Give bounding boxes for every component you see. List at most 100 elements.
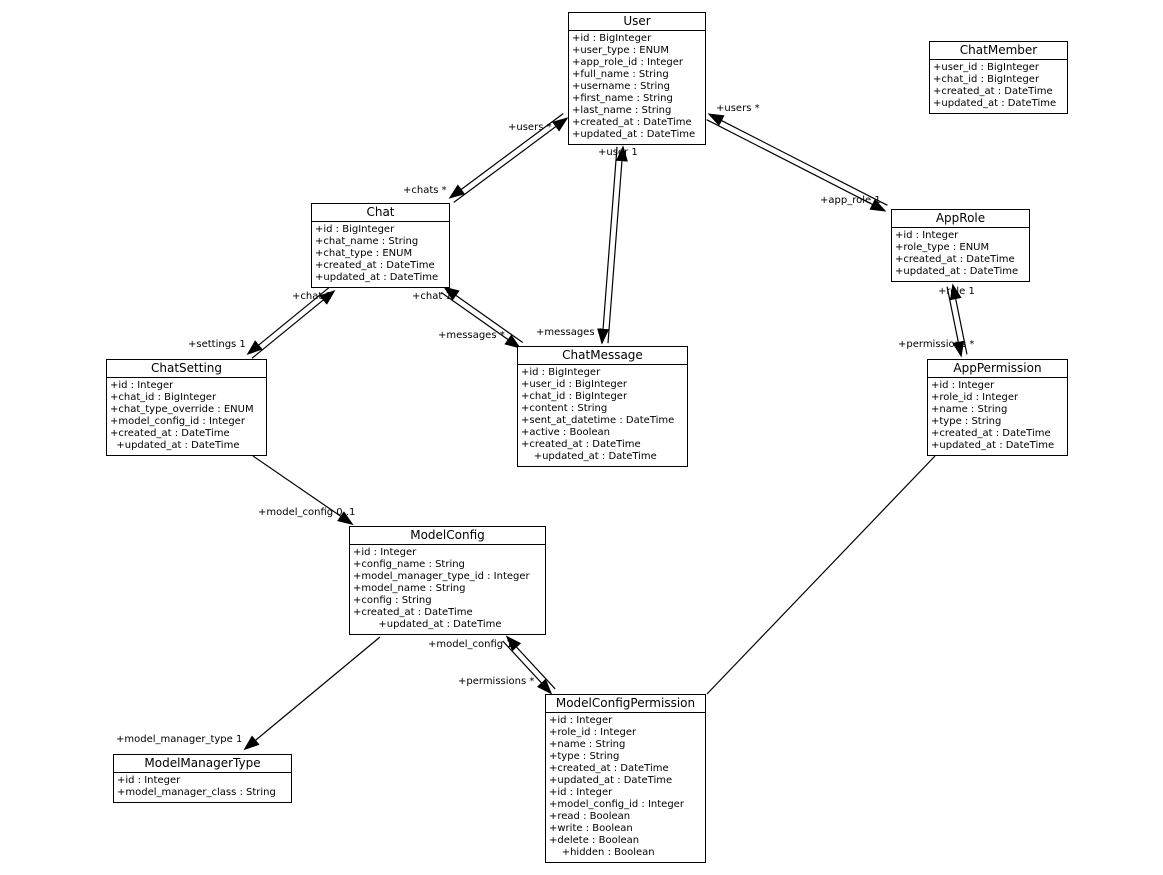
class-attribute: +first_name : String [572,93,673,104]
class-attribute: +id : BigInteger [521,367,601,378]
class-attributes-model-manager-type: +id : Integer+model_manager_class : Stri… [114,773,291,802]
class-attribute: +write : Boolean [549,823,633,834]
class-attribute: +role_id : Integer [931,392,1019,403]
class-attributes-app-role: +id : Integer+role_type : ENUM+created_a… [892,228,1029,281]
class-attribute: +config_name : String [353,559,465,570]
class-attribute: +id : Integer [110,380,174,391]
class-box-user: User+id : BigInteger+user_type : ENUM+ap… [568,12,706,145]
class-attribute: +type : String [931,416,1002,427]
class-attribute: +id : Integer [117,775,181,786]
class-attribute: +chat_id : BigInteger [933,74,1040,85]
class-attributes-chat-setting: +id : Integer+chat_id : BigInteger+chat_… [107,378,266,455]
class-attributes-app-permission: +id : Integer+role_id : Integer+name : S… [928,378,1067,455]
edge-user-approle-fwd [706,119,887,212]
class-attribute: +id : Integer [931,380,995,391]
edge-modelconfig-modelconfigperm-rev [505,635,556,690]
class-title-chat-setting: ChatSetting [107,360,266,378]
class-attribute: +updated_at : DateTime [110,440,240,451]
class-title-model-config: ModelConfig [350,527,545,545]
edge-modelconfig-modelmanagertype [243,636,381,751]
class-title-chat-message: ChatMessage [518,347,687,365]
class-box-app-permission: AppPermission+id : Integer+role_id : Int… [927,359,1068,456]
class-attribute: +chat_id : BigInteger [110,392,217,403]
class-attribute: +id : BigInteger [572,33,652,44]
edge-user-approle-rev [707,113,888,206]
class-attribute: +name : String [549,739,626,750]
class-attribute: +updated_at : DateTime [315,272,439,283]
edge-label: +chat 1 [412,291,452,302]
class-attribute: +updated_at : DateTime [933,98,1057,109]
class-box-chat-message: ChatMessage+id : BigInteger+user_id : Bi… [517,346,688,467]
class-attributes-chat-message: +id : BigInteger+user_id : BigInteger+ch… [518,365,687,466]
edge-label: +chat 1 [292,291,332,302]
class-attribute: +full_name : String [572,69,669,80]
class-attribute: +chat_type : ENUM [315,248,413,259]
class-attribute: +model_manager_class : String [117,787,276,798]
edge-apppermission-modelconfigperm [706,455,936,695]
class-attribute: +created_at : DateTime [931,428,1051,439]
class-attributes-user: +id : BigInteger+user_type : ENUM+app_ro… [569,31,705,144]
class-attribute: +model_manager_type_id : Integer [353,571,530,582]
class-attribute: +id : Integer [353,547,417,558]
edge-label: +settings 1 [188,339,246,350]
class-attribute: +id : BigInteger [315,224,395,235]
class-attribute: +delete : Boolean [549,835,640,846]
edge-label: +role 1 [938,286,975,297]
class-attribute: +sent_at_datetime : DateTime [521,415,675,426]
class-box-app-role: AppRole+id : Integer+role_type : ENUM+cr… [891,209,1030,282]
class-attribute: +chat_name : String [315,236,419,247]
class-box-model-manager-type: ModelManagerType+id : Integer+model_mana… [113,754,292,803]
class-attribute: +created_at : DateTime [110,428,230,439]
edge-chat-chatsetting-rev [251,290,336,359]
class-attribute: +created_at : DateTime [521,439,641,450]
class-box-chat: Chat+id : BigInteger+chat_name : String+… [311,203,450,288]
class-attribute: +created_at : DateTime [353,607,473,618]
class-attribute: +model_config_id : Integer [110,416,245,427]
class-attribute: +read : Boolean [549,811,631,822]
class-attribute: +chat_id : BigInteger [521,391,628,402]
class-box-model-config-permission: ModelConfigPermission+id : Integer+role_… [545,694,706,863]
class-attribute: +id : Integer [549,715,613,726]
class-attribute: +content : String [521,403,608,414]
edge-lines [243,113,968,751]
edge-approle-apppermission-fwd [946,286,965,358]
class-attribute: +config : String [353,595,432,606]
edge-chat-user-rev [448,113,564,199]
class-attribute: +model_name : String [353,583,466,594]
class-attribute: +username : String [572,81,670,92]
class-attribute: +role_type : ENUM [895,242,990,253]
class-attribute: +updated_at : DateTime [549,775,673,786]
edge-label: +permissions * [458,676,535,687]
class-title-user: User [569,13,705,31]
edge-label: +users * [716,103,760,114]
class-title-app-permission: AppPermission [928,360,1067,378]
class-title-chat-member: ChatMember [930,42,1067,60]
class-attribute: +id : Integer [895,230,959,241]
class-attribute: +user_id : BigInteger [521,379,628,390]
edge-label: +model_config 0..1 [258,507,356,518]
class-attribute: +user_id : BigInteger [933,62,1040,73]
class-attribute: +created_at : DateTime [895,254,1015,265]
edge-label: +model_manager_type 1 [116,734,243,745]
edge-label: +messages * [438,330,505,341]
class-attribute: +created_at : DateTime [549,763,669,774]
class-attribute: +updated_at : DateTime [521,451,657,462]
class-attribute: +type : String [549,751,620,762]
edge-chatmessage-user-rev [597,146,618,345]
edge-chatmessage-user-fwd [607,145,628,344]
edge-label: +permissions * [898,339,975,350]
class-attribute: +chat_type_override : ENUM [110,404,254,415]
class-attribute: +model_config_id : Integer [549,799,684,810]
class-box-chat-setting: ChatSetting+id : Integer+chat_id : BigIn… [106,359,267,456]
class-attribute: +created_at : DateTime [315,260,435,271]
class-attribute: +user_type : ENUM [572,45,670,56]
edge-label: +model_config 1 [428,639,513,650]
class-title-model-manager-type: ModelManagerType [114,755,291,773]
edge-label: +user 1 [598,147,638,158]
edge-chat-chatmessage-fwd [440,291,521,349]
class-title-model-config-permission: ModelConfigPermission [546,695,705,713]
class-attribute: +app_role_id : Integer [572,57,683,68]
edge-chat-user-fwd [453,117,569,203]
edge-chat-chatmessage-rev [443,286,524,344]
